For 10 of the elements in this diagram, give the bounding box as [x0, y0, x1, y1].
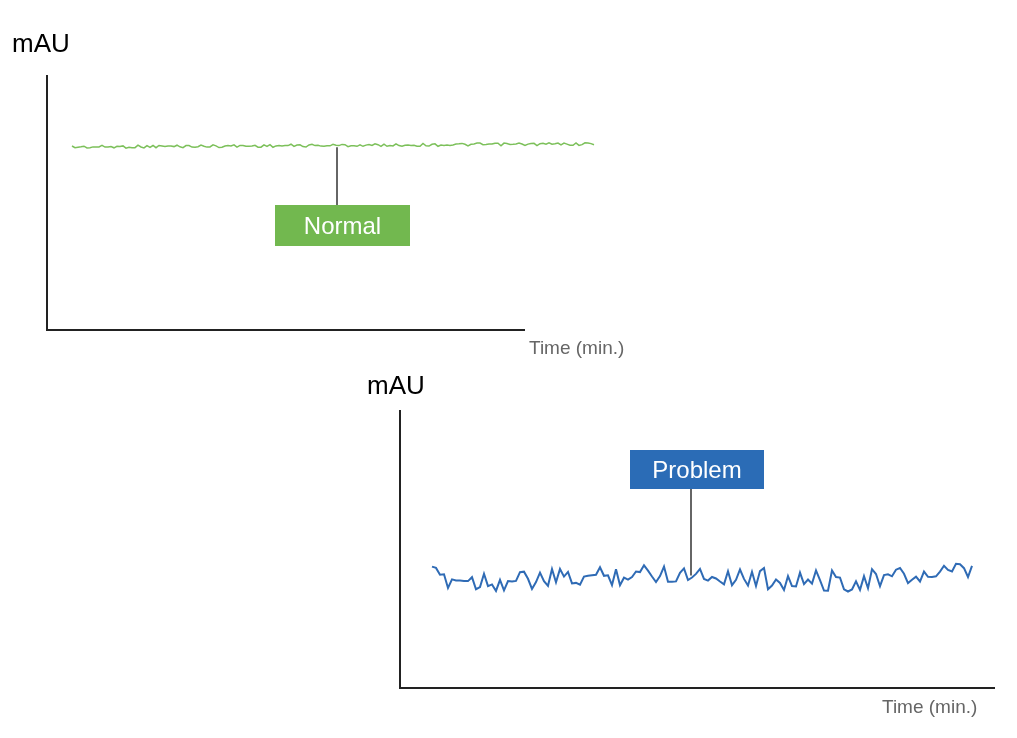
- status-label: Normal: [275, 205, 410, 246]
- axis-label: Time (min.): [882, 696, 978, 718]
- baseline-trace: [431, 562, 973, 594]
- leader-line: [690, 488, 692, 577]
- baseline-trace: [71, 141, 595, 149]
- axis-label: mAU: [367, 370, 425, 401]
- leader-line: [336, 146, 338, 206]
- status-label: Problem: [630, 450, 764, 489]
- axis-label: Time (min.): [529, 337, 625, 359]
- axis-label: mAU: [12, 28, 70, 59]
